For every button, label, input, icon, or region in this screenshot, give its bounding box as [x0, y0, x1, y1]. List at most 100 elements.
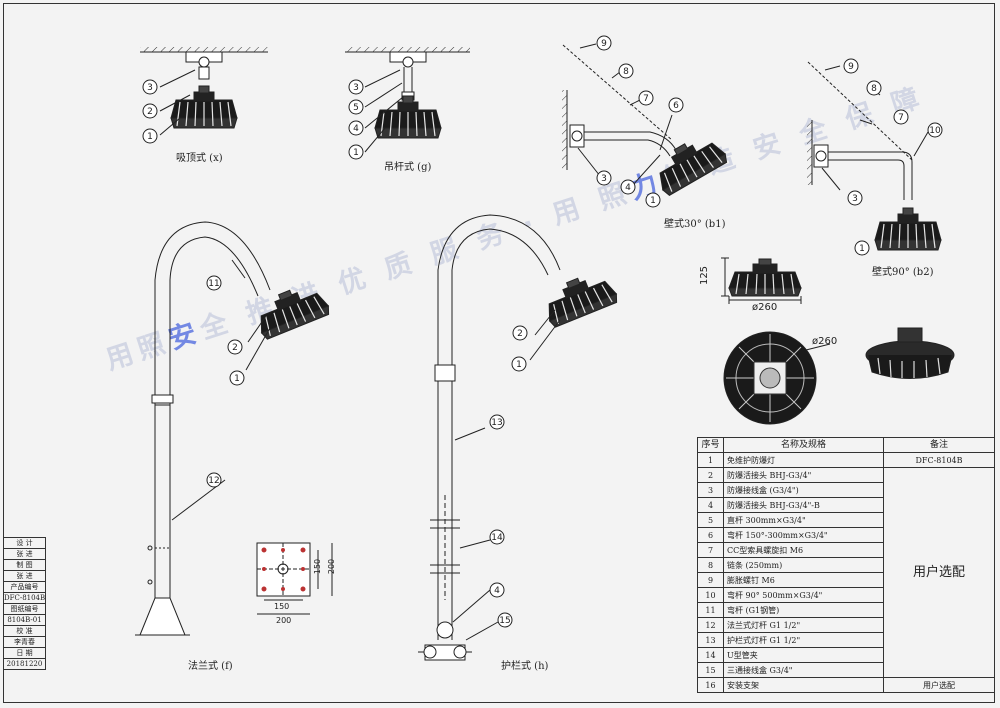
svg-text:9: 9 — [848, 62, 854, 72]
header-no: 序号 — [697, 437, 724, 453]
svg-text:8: 8 — [871, 84, 877, 94]
callout-11: 11 — [206, 275, 222, 291]
callout-2: 2 — [142, 103, 158, 119]
dim-base-150-v: 150 — [313, 558, 323, 575]
title-block-cell: 张 进 — [3, 570, 46, 582]
title-block-cell: 日 期 — [3, 647, 46, 659]
dim-base-200-v: 200 — [327, 558, 337, 575]
svg-text:4: 4 — [353, 124, 359, 134]
callout-1: 1 — [645, 192, 661, 208]
callout-13: 13 — [489, 414, 505, 430]
callout-5: 5 — [348, 99, 364, 115]
caption-guardrail: 护栏式 (h) — [501, 661, 549, 672]
callout-12: 12 — [206, 472, 222, 488]
title-block: 设 计 张 进 制 图 张 进 产品编号 DFC-8104B 图纸编号 8104… — [3, 537, 46, 670]
dim-height: 125 — [699, 265, 711, 286]
title-block-cell: 李青春 — [3, 636, 46, 648]
svg-text:7: 7 — [643, 94, 649, 104]
model-code: DFC-8104B — [883, 452, 995, 468]
svg-text:1: 1 — [147, 132, 153, 142]
svg-text:5: 5 — [353, 103, 359, 113]
callout-9: 9 — [596, 35, 612, 51]
svg-text:2: 2 — [517, 329, 523, 339]
svg-text:3: 3 — [852, 194, 858, 204]
title-block-cell: 图纸编号 — [3, 603, 46, 615]
callout-6: 6 — [668, 97, 684, 113]
svg-text:13: 13 — [491, 418, 502, 428]
title-block-cell: 20181220 — [3, 658, 46, 670]
svg-text:7: 7 — [898, 113, 904, 123]
svg-text:1: 1 — [516, 360, 522, 370]
svg-text:4: 4 — [625, 183, 631, 193]
svg-text:4: 4 — [494, 586, 500, 596]
callout-9: 9 — [843, 58, 859, 74]
svg-text:1: 1 — [234, 374, 240, 384]
drawing-frame — [3, 3, 995, 703]
svg-text:1: 1 — [650, 196, 656, 206]
caption-wall90: 壁式90° (b2) — [872, 267, 934, 278]
callout-8: 8 — [618, 63, 634, 79]
title-block-cell: 校 准 — [3, 625, 46, 637]
svg-text:3: 3 — [353, 83, 359, 93]
callout-3: 3 — [847, 190, 863, 206]
svg-text:2: 2 — [232, 343, 238, 353]
svg-text:15: 15 — [499, 616, 510, 626]
svg-text:9: 9 — [601, 39, 607, 49]
svg-text:1: 1 — [859, 244, 865, 254]
callout-4: 4 — [489, 582, 505, 598]
caption-wall30: 壁式30° (b1) — [664, 219, 726, 230]
title-block-cell: DFC-8104B — [3, 592, 46, 604]
svg-text:14: 14 — [491, 533, 503, 543]
svg-text:3: 3 — [147, 83, 153, 93]
title-block-cell: 设 计 — [3, 537, 46, 549]
header-name: 名称及规格 — [723, 437, 884, 453]
svg-text:2: 2 — [147, 107, 153, 117]
callout-2: 2 — [512, 325, 528, 341]
dim-base-150-h: 150 — [274, 602, 290, 611]
svg-text:6: 6 — [673, 101, 679, 111]
caption-flange: 法兰式 (f) — [188, 661, 233, 672]
callout-7: 7 — [638, 90, 654, 106]
last-remark: 用户选配 — [883, 677, 995, 693]
dim-diameter: ø260 — [752, 302, 778, 313]
title-block-cell: 8104B-01 — [3, 614, 46, 626]
callout-15: 15 — [497, 612, 513, 628]
parts-table-header: 序号 名称及规格 备注 — [697, 437, 995, 453]
callout-1: 1 — [348, 144, 364, 160]
dim-base-200-h: 200 — [276, 616, 292, 625]
callout-1: 1 — [229, 370, 245, 386]
callout-3: 3 — [142, 79, 158, 95]
callout-10: 10 — [927, 122, 943, 138]
dim-diameter-top: ø260 — [812, 336, 838, 347]
callout-4: 4 — [348, 120, 364, 136]
header-remark: 备注 — [883, 437, 995, 453]
title-block-cell: 张 进 — [3, 548, 46, 560]
caption-ceiling: 吸顶式 (x) — [176, 153, 223, 164]
callout-4: 4 — [620, 179, 636, 195]
callout-1: 1 — [854, 240, 870, 256]
callout-8: 8 — [866, 80, 882, 96]
callout-7: 7 — [893, 109, 909, 125]
callout-14: 14 — [489, 529, 505, 545]
callout-1: 1 — [511, 356, 527, 372]
callout-1: 1 — [142, 128, 158, 144]
svg-text:1: 1 — [353, 148, 359, 158]
callout-2: 2 — [227, 339, 243, 355]
title-block-cell: 产品编号 — [3, 581, 46, 593]
svg-text:8: 8 — [623, 67, 629, 77]
callout-3: 3 — [596, 170, 612, 186]
title-block-cell: 制 图 — [3, 559, 46, 571]
caption-pendant: 吊杆式 (g) — [384, 162, 432, 173]
